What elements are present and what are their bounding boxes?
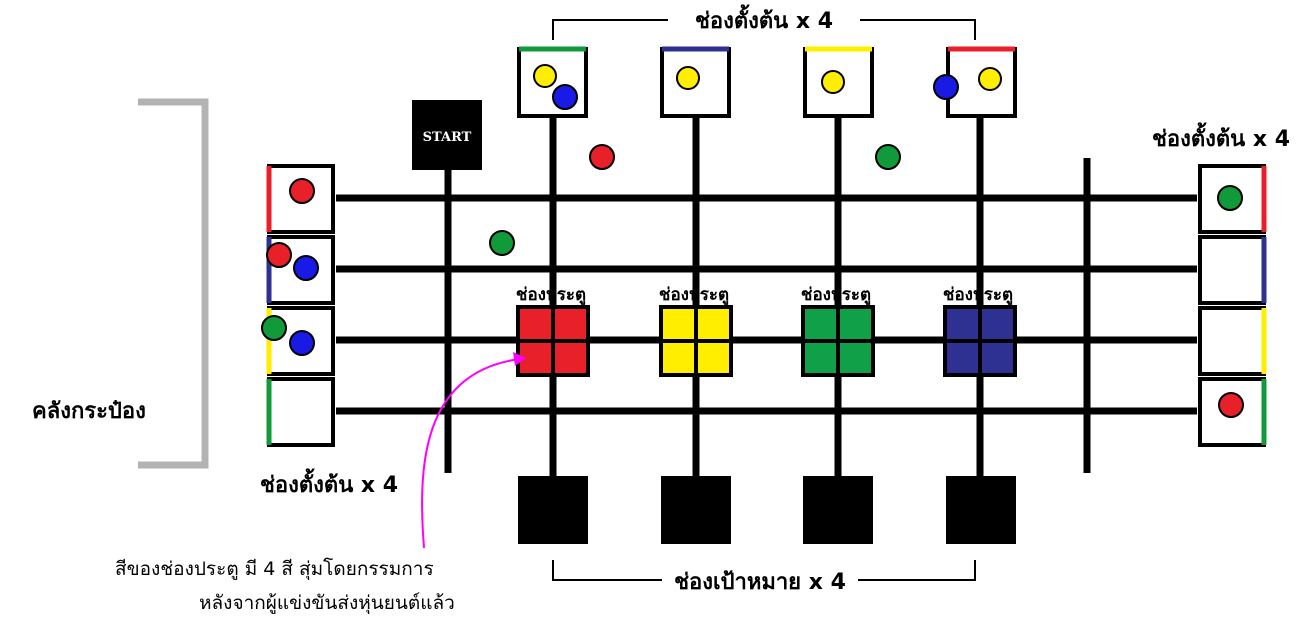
left-start-box-4 [267, 377, 335, 447]
storage-bracket [138, 98, 209, 469]
gate-green [801, 305, 875, 377]
annotation-arrow [421, 358, 521, 549]
start-label: START [423, 130, 472, 145]
target-box-4 [946, 476, 1016, 544]
red-can [1218, 392, 1244, 418]
yellow-can [533, 64, 557, 88]
right-start-box-2 [1198, 235, 1266, 305]
yellow-can [978, 67, 1002, 91]
blue-can [289, 330, 315, 356]
target-box-2 [661, 476, 731, 544]
right-start-label: ช่องตั้งต้น x 4 [1152, 122, 1290, 152]
target-bracket [552, 560, 976, 581]
target-box-3 [803, 476, 873, 544]
storage-label: คลังกระป๋อง [32, 399, 146, 424]
blue-can [293, 255, 319, 281]
gate-blue [943, 305, 1017, 377]
green-can [261, 315, 287, 341]
red-can [589, 144, 615, 170]
gate-label-1: ช่องประตู [516, 285, 586, 306]
gate-label-4: ช่องประตู [943, 285, 1013, 306]
top-start-bracket [552, 19, 976, 40]
blue-can [552, 84, 578, 110]
note-line-1: สีของช่องประตู มี 4 สี สุ่มโดยกรรมการ [115, 557, 434, 581]
top-start-label: ช่องตั้งต้น x 4 [695, 4, 833, 34]
gate-red [516, 305, 590, 377]
yellow-can [821, 70, 845, 94]
gate-label-2: ช่องประตู [659, 285, 729, 306]
red-can [266, 242, 292, 268]
right-start-box-3 [1198, 306, 1266, 376]
green-can [1217, 185, 1243, 211]
gate-yellow [659, 305, 733, 377]
start-box [412, 100, 482, 170]
annotation-arrowhead [513, 352, 526, 366]
green-can [489, 230, 515, 256]
target-box-1 [518, 476, 588, 544]
note-line-2: หลังจากผู้แข่งขันส่งหุ่นยนต์แล้ว [199, 592, 455, 615]
red-can [289, 178, 315, 204]
blue-can [933, 74, 959, 100]
green-can [875, 144, 901, 170]
left-start-label: ช่องตั้งต้น x 4 [260, 468, 398, 498]
target-label: ช่องเป้าหมาย x 4 [674, 570, 846, 595]
yellow-can [676, 66, 700, 90]
gate-label-3: ช่องประตู [801, 285, 871, 306]
